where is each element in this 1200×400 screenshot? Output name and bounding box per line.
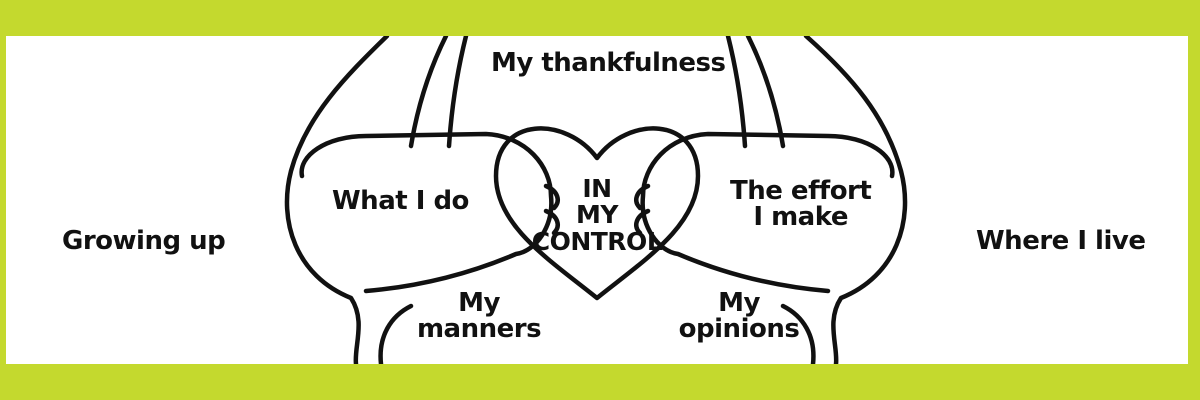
label-my-manners-line1: My — [458, 288, 500, 318]
label-my-opinions: My opinions — [674, 290, 804, 342]
center-line-2: MY — [576, 200, 618, 230]
label-the-effort-line1: The effort — [730, 176, 872, 206]
label-what-i-do: What I do — [332, 186, 469, 216]
label-the-effort-i-make: The effort I make — [730, 176, 872, 232]
label-my-manners: My manners — [414, 290, 544, 342]
label-the-effort-line2: I make — [753, 202, 848, 232]
right-hand-icon — [640, 131, 895, 294]
center-line-1: IN — [582, 174, 612, 203]
label-my-manners-line2: manners — [416, 314, 542, 344]
body-outline-icon — [284, 36, 390, 364]
center-label-in-my-control: IN MY CONTROL — [528, 174, 666, 256]
diagram-panel: My thankfulness What I do The effort I m… — [6, 36, 1188, 364]
center-line-3: CONTROL — [531, 226, 663, 256]
label-my-thankfulness: My thankfulness — [491, 48, 726, 78]
hands-heart-illustration — [284, 36, 908, 364]
label-my-opinions-line2: opinions — [678, 314, 800, 344]
body-outline-right-icon — [803, 36, 908, 364]
label-my-opinions-line1: My — [718, 288, 760, 318]
label-growing-up: Growing up — [62, 226, 226, 256]
label-where-i-live: Where I live — [976, 226, 1146, 256]
left-hand-icon — [299, 131, 554, 294]
heart-icon — [493, 126, 701, 301]
